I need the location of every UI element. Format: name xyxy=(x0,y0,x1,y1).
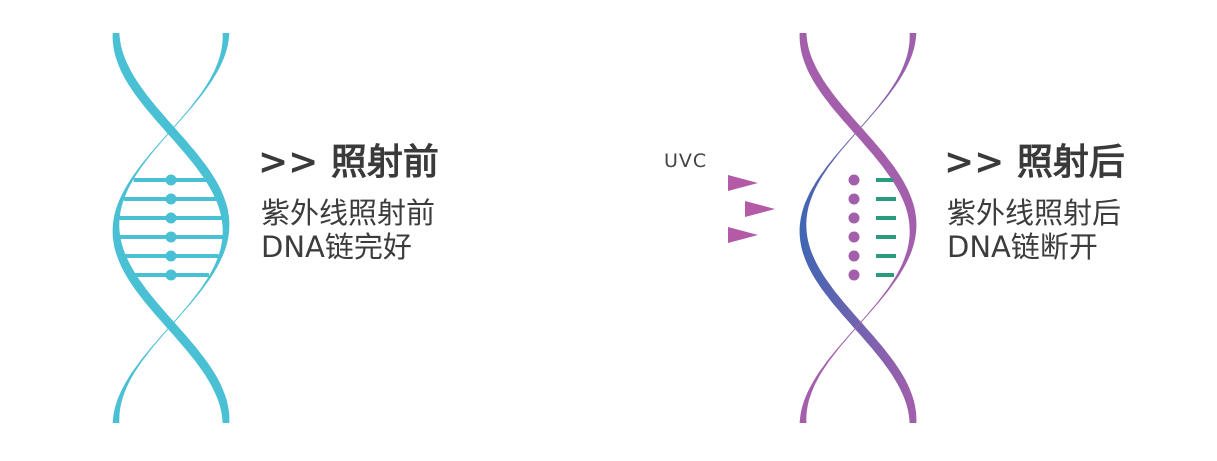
base-pair-node xyxy=(848,193,860,205)
after-irradiation-heading: >> 照射后 xyxy=(944,141,1125,183)
before-description-line-1: 紫外线照射前 xyxy=(261,196,436,230)
base-pair-node xyxy=(848,174,860,186)
dna-strands xyxy=(799,33,917,423)
base-pair-node xyxy=(165,269,177,281)
before-description-line-2: DNA链完好 xyxy=(261,230,412,264)
dna-strands xyxy=(112,33,230,423)
dna-base-pairs xyxy=(118,174,224,281)
base-pair-node xyxy=(848,212,860,224)
base-pair-node xyxy=(165,174,177,186)
uvc-label: UVC xyxy=(664,150,708,172)
base-pair-node xyxy=(848,231,860,243)
base-pair-node xyxy=(848,250,860,262)
base-pair-node xyxy=(165,231,177,243)
base-pair-node xyxy=(848,269,860,281)
uv-ray-arrows xyxy=(645,175,775,243)
base-pair-node xyxy=(165,250,177,262)
dna-helix-intact-icon xyxy=(112,33,230,423)
base-pair-node xyxy=(165,212,177,224)
uv-ray-arrow-icon xyxy=(645,227,758,243)
dna-helix-damaged-icon xyxy=(799,33,917,423)
after-description-line-1: 紫外线照射后 xyxy=(947,196,1122,230)
uv-ray-arrow-icon xyxy=(645,175,758,191)
dna-strand-right xyxy=(799,33,917,423)
uv-ray-arrow-icon xyxy=(660,201,775,217)
base-pair-node xyxy=(165,193,177,205)
after-description-line-2: DNA链断开 xyxy=(947,230,1098,264)
dna-broken-base-pairs xyxy=(805,174,896,281)
before-irradiation-heading: >> 照射前 xyxy=(258,141,439,183)
dna-strand-left xyxy=(799,33,917,423)
dna-strand-right xyxy=(112,33,230,423)
dna-strand-left xyxy=(112,33,230,423)
